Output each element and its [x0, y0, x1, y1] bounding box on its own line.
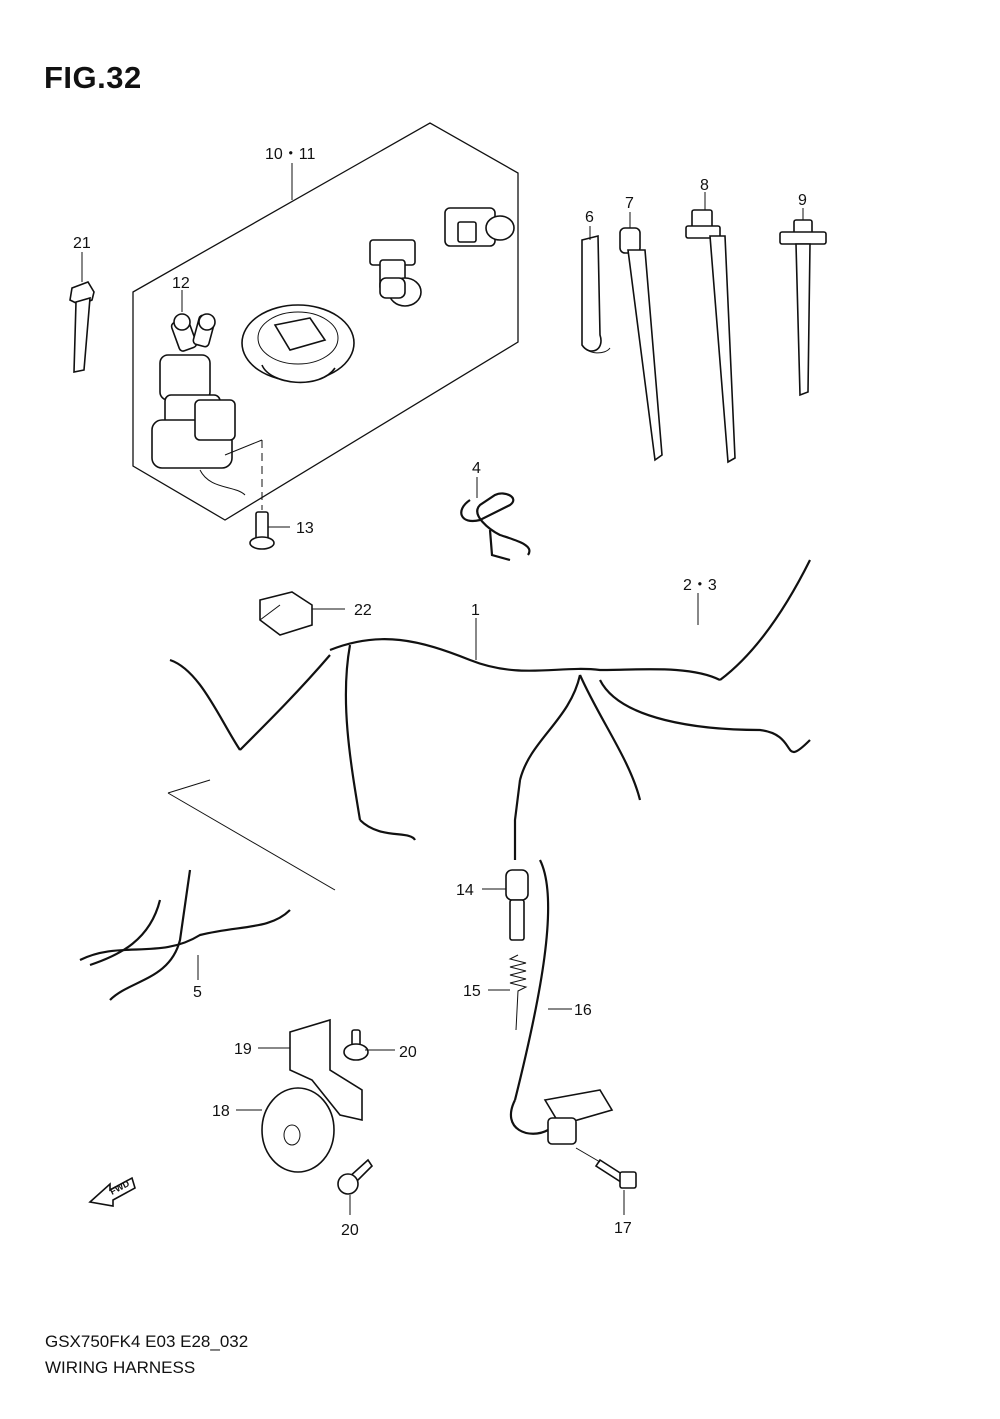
footer-figure-name: WIRING HARNESS — [45, 1358, 196, 1377]
callout-1: 1 — [471, 602, 480, 619]
sidestand-switch — [509, 1089, 614, 1145]
callout-8: 8 — [700, 177, 709, 194]
sub-wiring-harness-5 — [79, 869, 291, 1001]
footer-model-code: GSX750FK4 E03 E28_032 — [45, 1332, 249, 1351]
ignition-switch — [151, 313, 246, 496]
key — [69, 281, 95, 373]
bolt-20-upper — [343, 1029, 369, 1061]
callout-10-11: 10・11 — [265, 146, 316, 163]
spring-15 — [508, 954, 528, 1031]
bolt-17 — [575, 1147, 637, 1189]
callout-19: 19 — [234, 1041, 252, 1058]
cable-tie-8 — [685, 209, 736, 464]
callout-17: 17 — [614, 1220, 632, 1237]
fuel-tank-cap — [241, 304, 355, 384]
screw-13 — [249, 511, 275, 550]
lock-set-box — [132, 122, 519, 521]
horn — [261, 1087, 335, 1173]
horn-bracket — [289, 1018, 363, 1122]
clip-4 — [460, 492, 531, 562]
callout-20-upper: 20 — [399, 1044, 417, 1061]
callout-15: 15 — [463, 983, 481, 1000]
callout-13: 13 — [296, 520, 314, 537]
seat-lock — [369, 239, 422, 307]
callout-labels: 10・11 21 12 13 6 7 8 9 4 2・3 22 1 14 15 … — [73, 146, 807, 1239]
callout-18: 18 — [212, 1103, 230, 1120]
callout-12: 12 — [172, 275, 190, 292]
callout-leaders — [81, 163, 804, 1215]
main-wiring-harness — [169, 559, 811, 1101]
callout-6: 6 — [585, 209, 594, 226]
helmet-lock — [444, 207, 515, 247]
callout-14: 14 — [456, 882, 474, 899]
callout-5: 5 — [193, 984, 202, 1001]
callout-16: 16 — [574, 1002, 592, 1019]
callout-2-3: 2・3 — [683, 577, 717, 594]
fig-title: FIG.32 — [44, 60, 142, 95]
callout-20-lower: 20 — [341, 1222, 359, 1239]
bolt-20-lower — [337, 1158, 374, 1195]
fwd-arrow-icon: FWD — [88, 1176, 136, 1207]
cable-tie-7 — [619, 227, 663, 462]
relay-22 — [259, 591, 313, 636]
callout-21: 21 — [73, 235, 91, 252]
callout-4: 4 — [472, 460, 481, 477]
callout-9: 9 — [798, 192, 807, 209]
cable-tie-9 — [779, 219, 827, 397]
clamp-6 — [581, 234, 611, 354]
callout-7: 7 — [625, 195, 634, 212]
callout-22: 22 — [354, 602, 372, 619]
sensor-14 — [505, 869, 529, 941]
